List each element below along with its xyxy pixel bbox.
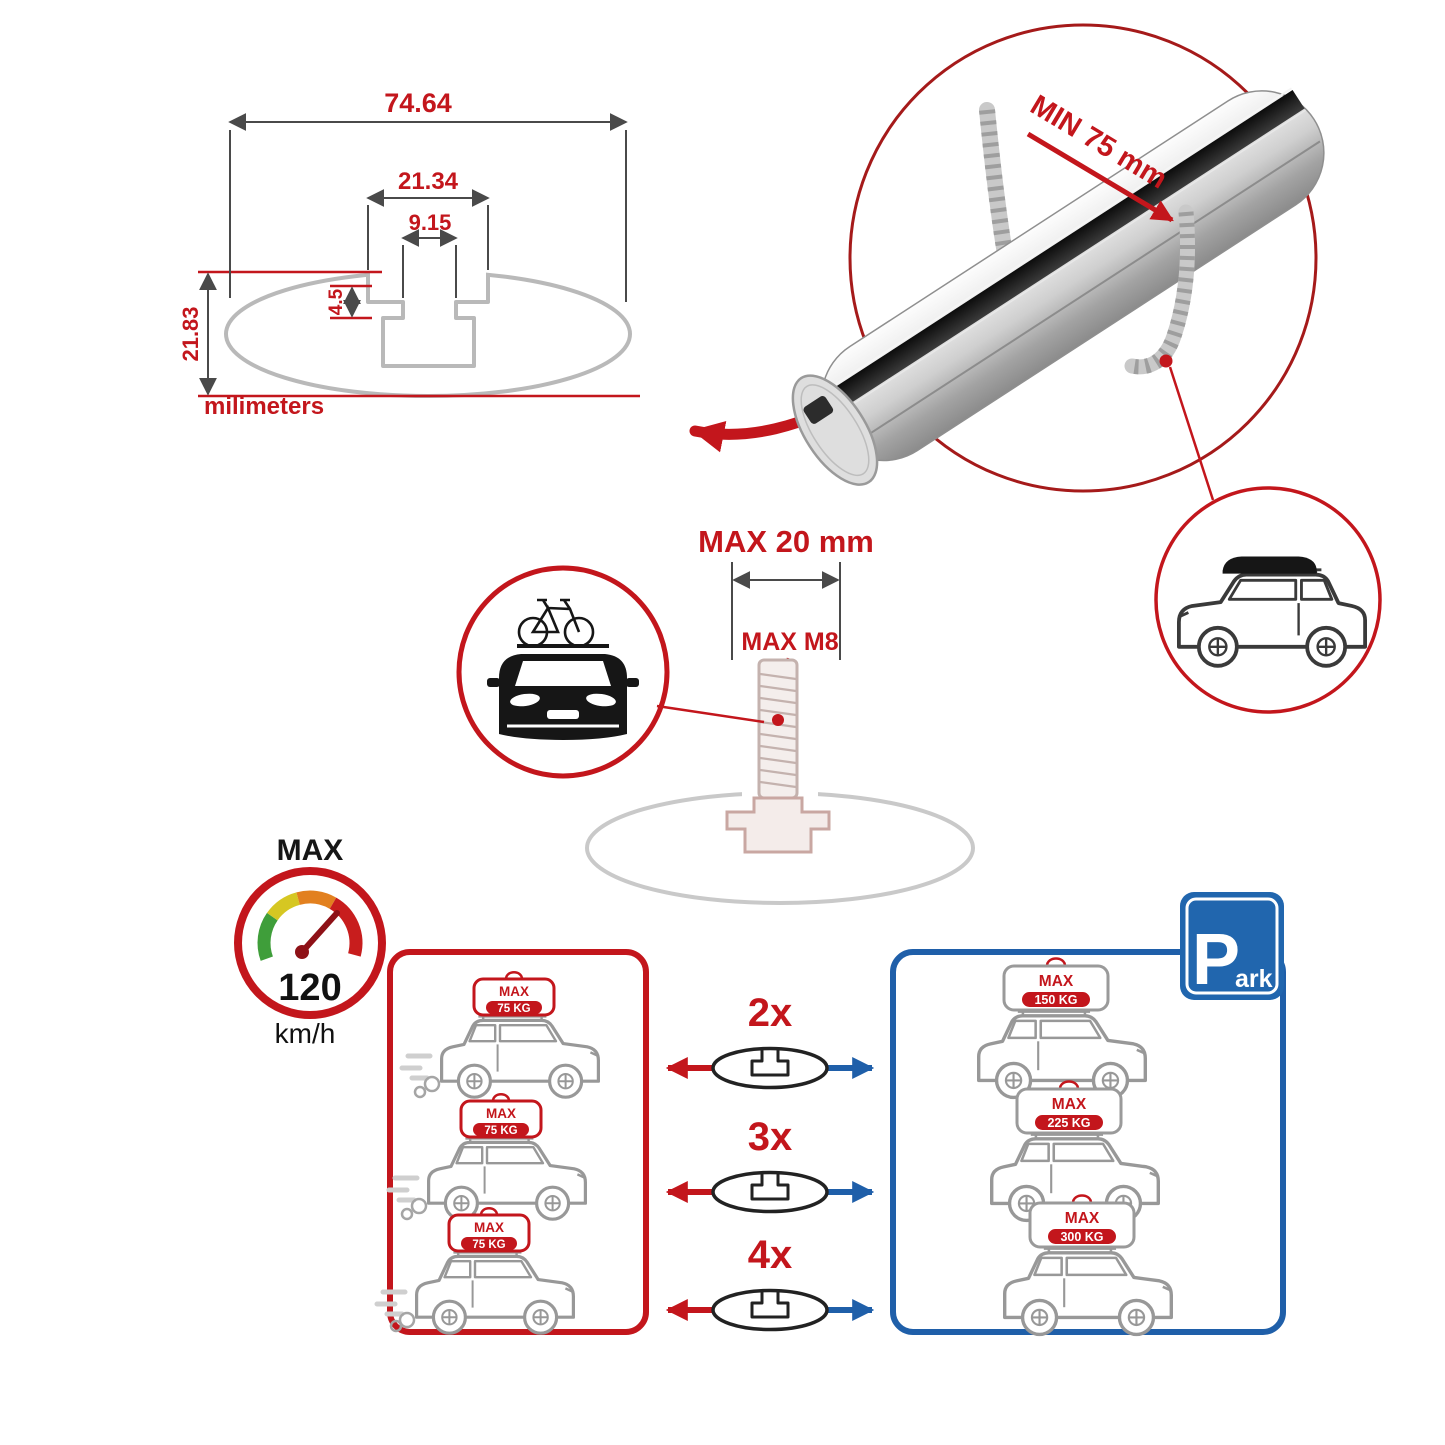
lip-reference-ticks xyxy=(330,284,372,320)
cross-section-drawing: 74.64 21.34 9.15 4.5 21.83 milimeters xyxy=(178,88,640,420)
speed-value: 120 xyxy=(278,967,341,1009)
crossbar-photo-detail: MIN 75 mm xyxy=(791,23,1382,714)
load-max-label: MAX xyxy=(1039,973,1074,990)
profile-opening-mask xyxy=(370,264,486,277)
profile-t-slot-channel xyxy=(366,276,490,368)
roof-load-75-3: MAX 75 KG xyxy=(447,1206,531,1253)
count-row-2: 3x xyxy=(665,1115,875,1214)
load-weight-label: 75 KG xyxy=(472,1239,505,1251)
dim-channel-width-label: 21.34 xyxy=(398,168,459,195)
load-weight-label: 75 KG xyxy=(484,1125,517,1137)
speed-max-label: MAX xyxy=(277,834,344,867)
exhaust-icon xyxy=(398,1311,416,1329)
max-length-label: MAX 20 mm xyxy=(698,524,874,559)
dim-total-width-label: 74.64 xyxy=(384,88,452,118)
dim-total-height-label: 21.83 xyxy=(178,306,203,361)
load-weight-label: 225 KG xyxy=(1047,1116,1090,1130)
park-sign: P ark xyxy=(1180,892,1284,1000)
roof-load-75-1: MAX 75 KG xyxy=(472,970,556,1017)
bolt-detail: MAX 20 mm MAX M8 xyxy=(456,524,975,905)
speed-units: km/h xyxy=(275,1018,336,1049)
park-sign-letter: P xyxy=(1192,920,1240,1000)
gauge-needle xyxy=(299,910,340,955)
park-sign-board xyxy=(1180,892,1284,1000)
dim-lip-depth-label: 4.5 xyxy=(326,288,347,315)
callout-line xyxy=(1168,366,1215,501)
units-label: milimeters xyxy=(204,393,324,420)
load-max-label: MAX xyxy=(486,1106,516,1121)
count-label: 3x xyxy=(748,1115,793,1159)
roof-load-75-2: MAX 75 KG xyxy=(459,1092,543,1139)
driving-car-row-2: MAX 75 KG xyxy=(386,1092,588,1221)
crossbar-section-icon xyxy=(711,1288,829,1332)
parked-car-row-1: MAX 150 KG xyxy=(977,957,1148,1100)
load-weight-label: 75 KG xyxy=(497,1003,530,1015)
driving-car-row-1: MAX 75 KG xyxy=(399,970,601,1099)
exhaust-icon xyxy=(423,1075,441,1093)
bar-t-slot-groove xyxy=(815,90,1305,419)
roof-box-icon xyxy=(1222,556,1317,574)
count-row-3: 4x xyxy=(665,1233,875,1332)
bolt-dim-ext xyxy=(731,562,841,660)
crossbar-count-rows: 2x 3x 4x xyxy=(665,991,875,1332)
exhaust-icon xyxy=(410,1197,428,1215)
callout-dot xyxy=(1159,354,1173,368)
count-label: 4x xyxy=(748,1233,793,1277)
dim-slot-width-label: 9.15 xyxy=(409,210,452,235)
dim-slot-width-ext xyxy=(402,245,457,298)
t-slot-nut-icon xyxy=(725,796,831,854)
crossbar-section-icon xyxy=(711,1046,829,1090)
load-max-label: MAX xyxy=(499,984,529,999)
roof-load-150: MAX 150 KG xyxy=(1002,957,1110,1012)
threaded-bolt-icon xyxy=(725,658,831,854)
load-max-label: MAX xyxy=(1052,1096,1087,1113)
bike-car-icon xyxy=(487,598,639,740)
roofbox-car-icon xyxy=(1177,556,1367,668)
thread-callout-dot xyxy=(772,714,784,726)
max-thread-label: MAX M8 xyxy=(741,628,838,656)
load-weight-label: 300 KG xyxy=(1060,1230,1103,1244)
parked-cars: MAX 150 KG MAX 225 KG MAX 300 KG xyxy=(977,957,1174,1337)
load-max-label: MAX xyxy=(474,1220,504,1235)
load-max-label: MAX xyxy=(1065,1210,1100,1227)
count-label: 2x xyxy=(748,991,793,1035)
driving-cars: MAX 75 KG MAX 75 KG xyxy=(374,970,601,1335)
windshield xyxy=(515,661,611,686)
count-row-1: 2x xyxy=(665,991,875,1090)
park-sign-suffix: ark xyxy=(1235,965,1273,993)
load-comparison: MAX 120 km/h MAX 75 KG xyxy=(234,834,1286,1337)
parked-car-row-3: MAX 300 KG xyxy=(1003,1194,1174,1337)
bike-car-callout-line xyxy=(656,704,765,724)
crossbar-section-icon xyxy=(711,1170,829,1214)
speed-limit-gauge: MAX 120 km/h xyxy=(234,834,386,1049)
load-weight-label: 150 KG xyxy=(1034,993,1077,1007)
driving-car-row-3: MAX 75 KG xyxy=(374,1206,576,1335)
roof-load-225: MAX 225 KG xyxy=(1015,1080,1123,1135)
dim-total-width-ext xyxy=(229,130,627,302)
min-clamp-arrow xyxy=(1026,131,1174,223)
parked-car-row-2: MAX 225 KG xyxy=(990,1080,1161,1223)
aluminum-crossbar xyxy=(791,87,1325,486)
dim-channel-width-ext xyxy=(367,205,489,270)
roof-load-300: MAX 300 KG xyxy=(1028,1194,1136,1249)
clamp-rod-right xyxy=(1124,204,1195,375)
